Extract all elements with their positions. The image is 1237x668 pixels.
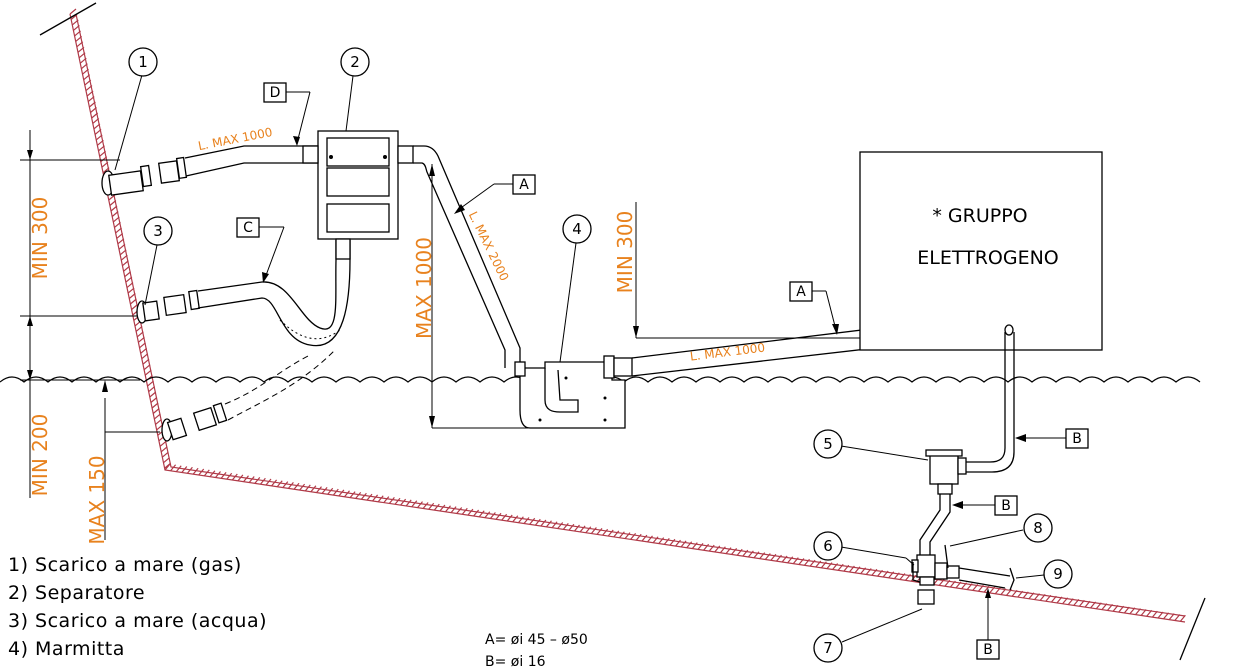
tag-d: D — [270, 85, 281, 101]
pipe-a-upper — [413, 145, 521, 368]
legend-item-2: 2) Separatore — [8, 582, 145, 604]
dim-l-max-2000: L. MAX 2000 — [466, 209, 512, 283]
tag-a-upper: A — [519, 177, 529, 193]
tag-b-mid: B — [1001, 498, 1011, 514]
hull-outline — [39, 2, 1206, 661]
note-pipe-b: B= øi 16 — [485, 654, 546, 668]
callout-8: 8 — [1033, 519, 1043, 537]
thru-hull-gas — [101, 145, 320, 196]
left-dimensions — [20, 130, 160, 540]
legend-item-4: 4) Marmitta — [8, 638, 125, 660]
callout-6: 6 — [823, 537, 833, 555]
thru-hull-water — [136, 240, 351, 347]
callout-9: 9 — [1053, 565, 1063, 583]
water-intake-line — [911, 324, 1015, 605]
callout-2: 2 — [350, 53, 360, 71]
leaders — [114, 74, 1066, 643]
callout-5: 5 — [823, 435, 833, 453]
tag-b-right: B — [1072, 431, 1082, 447]
legend-item-3: 3) Scarico a mare (acqua) — [8, 610, 267, 632]
note-pipe-a: A= øi 45 – ø50 — [485, 632, 588, 648]
tag-a-lower: A — [796, 284, 806, 300]
dim-max-1000: MAX 1000 — [412, 237, 436, 339]
genset-label-1: * GRUPPO — [932, 205, 1027, 227]
callout-7: 7 — [823, 639, 833, 657]
tag-b-bottom: B — [983, 642, 993, 658]
genset-label-2: ELETTROGENO — [917, 247, 1059, 269]
callout-1: 1 — [138, 53, 148, 71]
callout-3: 3 — [153, 222, 163, 240]
legend: 1) Scarico a mare (gas) 2) Separatore 3)… — [8, 554, 267, 660]
separator — [302, 130, 414, 260]
dim-min-300-left: MIN 300 — [28, 197, 52, 280]
dim-min-200: MIN 200 — [28, 414, 52, 497]
tag-c: C — [243, 220, 253, 236]
callouts: 1 2 3 4 5 6 7 8 9 — [128, 47, 1073, 663]
genset-box — [859, 151, 1103, 351]
callout-4: 4 — [572, 220, 582, 238]
muffler — [514, 355, 633, 429]
dim-max-150: MAX 150 — [85, 455, 109, 544]
dim-l-max-1000-bottom: L. MAX 1000 — [689, 340, 766, 363]
thru-hull-low — [161, 349, 336, 442]
dim-l-max-1000-top: L. MAX 1000 — [197, 125, 274, 153]
legend-item-1: 1) Scarico a mare (gas) — [8, 554, 242, 576]
tags: D C A A B B B — [236, 82, 1089, 660]
dim-min-300-right: MIN 300 — [613, 211, 637, 294]
